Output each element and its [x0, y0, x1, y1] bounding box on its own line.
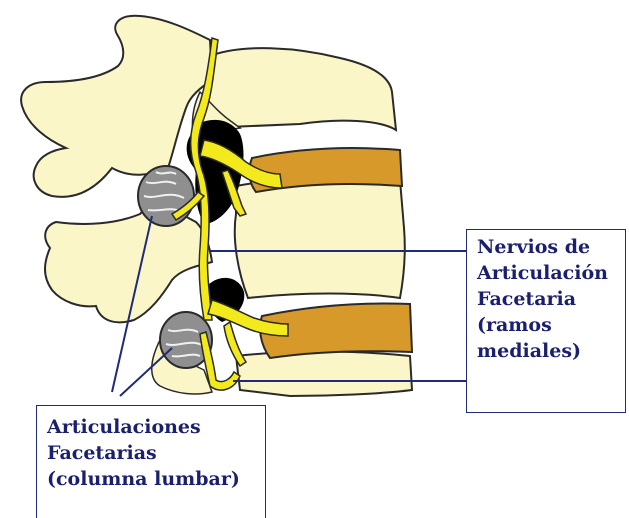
nerves-label-box: Nervios de Articulación Facetaria (ramos… [466, 229, 626, 413]
joints-label-line-2: Facetarias [47, 440, 265, 466]
upper-facet-joint [138, 166, 194, 226]
nerves-label-line-3: Facetaria [477, 286, 617, 312]
lower-vertebral-body [236, 352, 412, 397]
joints-label-line-3: (columna lumbar) [47, 466, 265, 492]
nerves-label-line-1: Nervios de [477, 234, 617, 260]
nerves-label-line-5: mediales) [477, 338, 617, 364]
joints-label-box: Articulaciones Facetarias (columna lumba… [36, 405, 266, 518]
nerves-label-line-4: (ramos [477, 312, 617, 338]
nerves-label-line-2: Articulación [477, 260, 617, 286]
upper-posterior-elements [21, 16, 212, 197]
middle-vertebral-body [235, 177, 405, 298]
joints-label-line-1: Articulaciones [47, 414, 265, 440]
lower-nerve-branch [224, 322, 246, 366]
upper-vertebral-body [205, 48, 396, 130]
